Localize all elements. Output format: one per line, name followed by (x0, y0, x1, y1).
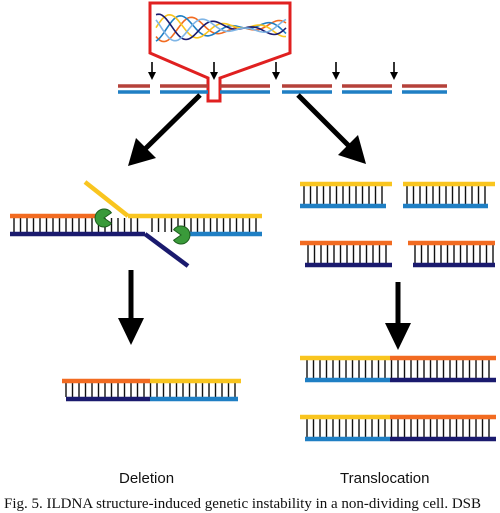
translocation-label: Translocation (340, 470, 430, 487)
base-pair-rungs (306, 419, 490, 437)
base-pair-rungs (13, 218, 139, 232)
base-pair-rungs (406, 186, 486, 204)
broken-dna-strand (118, 84, 447, 94)
arrow-to-deletion (128, 93, 202, 166)
pacman-enzyme-icon (172, 225, 191, 245)
down-arrow-icon (148, 62, 156, 80)
helix-strand (155, 13, 287, 41)
translocation-products (300, 355, 496, 442)
fragment-orange-navy-right (408, 240, 495, 268)
base-pair-rungs (306, 360, 490, 378)
down-arrow-icon (332, 62, 340, 80)
fragment-yellow-blue-right (403, 181, 495, 209)
deletion-label: Deletion (119, 470, 175, 487)
fragment-orange-navy-left (300, 240, 392, 268)
dna-helix-inset (148, 1, 292, 103)
product-yellow-orange-2 (300, 414, 496, 442)
down-arrow-icon (210, 62, 218, 80)
base-pair-rungs (414, 245, 494, 263)
base-pair-rungs (65, 383, 236, 397)
navy-ssdna-flap (143, 232, 190, 268)
figure-caption: Fig. 5. ILDNA structure-induced genetic … (4, 496, 482, 512)
arrow-translocation-down (385, 282, 411, 350)
deletion-resection (10, 180, 262, 268)
base-pair-rungs (307, 245, 387, 263)
base-pair-rungs (151, 218, 257, 232)
yellow-ssdna-flap (83, 180, 130, 218)
arrow-to-translocation (296, 93, 366, 164)
down-arrow-icon (390, 62, 398, 80)
pacman-enzyme-icon (94, 208, 113, 228)
deletion-product (62, 378, 241, 402)
helix-strand (155, 16, 287, 43)
fragment-yellow-blue-left (300, 181, 392, 209)
base-pair-rungs (303, 186, 383, 204)
dna-helix-icon (155, 13, 287, 43)
helix-strand (155, 18, 287, 42)
cut-site-arrows (148, 62, 398, 80)
arrow-deletion-down (118, 270, 144, 345)
translocation-fragments (300, 181, 495, 268)
down-arrow-icon (272, 62, 280, 80)
product-yellow-orange (300, 355, 496, 383)
